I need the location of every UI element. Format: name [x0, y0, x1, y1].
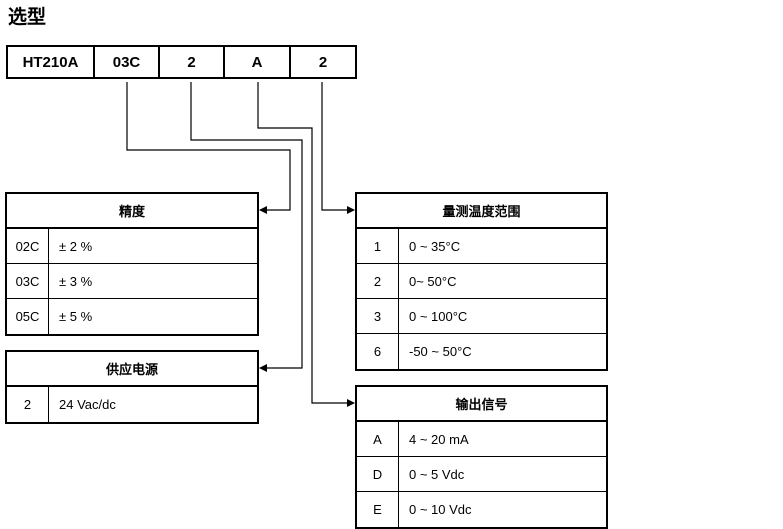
- row-value: -50 ~ 50°C: [409, 344, 472, 359]
- connector-power: [190, 82, 303, 372]
- row-value: 0 ~ 100°C: [409, 308, 468, 324]
- range-table: 量测温度范围 1 0 ~ 35°C 2 0~ 50°C 3 0 ~ 100°C …: [355, 192, 608, 371]
- power-table: 供应电源 2 24 Vac/dc: [5, 350, 259, 424]
- accuracy-table-title: 精度: [7, 194, 257, 229]
- row-code: 3: [357, 299, 399, 333]
- table-row: 1 0 ~ 35°C: [357, 229, 606, 264]
- power-table-title: 供应电源: [7, 352, 257, 387]
- table-row: E 0 ~ 10 Vdc: [357, 492, 606, 527]
- row-code: A: [357, 422, 399, 456]
- accuracy-table: 精度 02C ± 2 % 03C ± 3 % 05C ± 5 %: [5, 192, 259, 336]
- code-segment-range: 2: [289, 45, 357, 79]
- row-value: ± 2 %: [59, 238, 93, 254]
- output-table-title: 输出信号: [357, 387, 606, 422]
- connector-range: [321, 82, 355, 214]
- row-code: E: [357, 492, 399, 527]
- table-row: 2 0~ 50°C: [357, 264, 606, 299]
- row-value: 0 ~ 35°C: [409, 238, 461, 254]
- table-row: 6 -50 ~ 50°C: [357, 334, 606, 369]
- model-code-row: HT210A 03C 2 A 2: [6, 45, 357, 79]
- row-value: 24 Vac/dc: [59, 397, 116, 412]
- row-value: 0 ~ 10 Vdc: [409, 502, 472, 517]
- row-value: 0~ 50°C: [409, 273, 457, 289]
- row-code: 6: [357, 334, 399, 369]
- connector-output: [257, 82, 355, 407]
- table-row: 02C ± 2 %: [7, 229, 257, 264]
- range-table-title: 量测温度范围: [357, 194, 606, 229]
- table-row: 2 24 Vac/dc: [7, 387, 257, 422]
- row-code: 03C: [7, 264, 49, 298]
- row-code: 1: [357, 229, 399, 263]
- row-value: ± 3 %: [59, 273, 93, 289]
- row-code: D: [357, 457, 399, 491]
- row-code: 2: [357, 264, 399, 298]
- table-row: 05C ± 5 %: [7, 299, 257, 334]
- row-value: ± 5 %: [59, 309, 93, 324]
- output-table: 输出信号 A 4 ~ 20 mA D 0 ~ 5 Vdc E 0 ~ 10 Vd…: [355, 385, 608, 529]
- row-code: 02C: [7, 229, 49, 263]
- table-row: D 0 ~ 5 Vdc: [357, 457, 606, 492]
- row-code: 2: [7, 387, 49, 422]
- table-row: A 4 ~ 20 mA: [357, 422, 606, 457]
- page-title: 选型: [8, 6, 47, 28]
- row-code: 05C: [7, 299, 49, 334]
- connector-accuracy: [126, 82, 291, 214]
- row-value: 4 ~ 20 mA: [409, 431, 469, 447]
- row-value: 0 ~ 5 Vdc: [409, 466, 465, 482]
- table-row: 3 0 ~ 100°C: [357, 299, 606, 334]
- table-row: 03C ± 3 %: [7, 264, 257, 299]
